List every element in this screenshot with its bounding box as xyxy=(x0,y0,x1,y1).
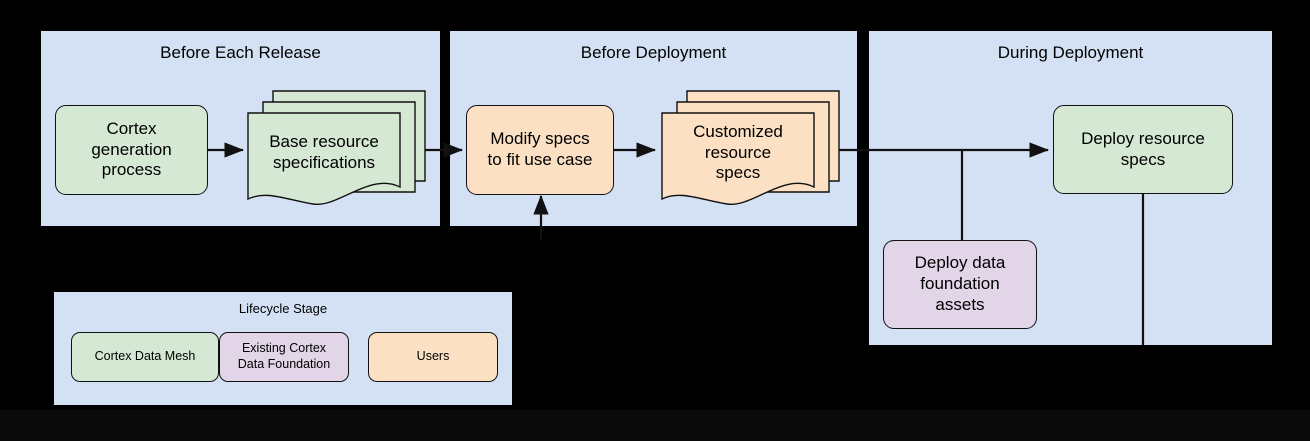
legend-label-cortex-data-mesh: Cortex Data Mesh xyxy=(94,349,196,364)
legend-lifecycle-stage: Lifecycle Stage Cortex Data Mesh Existin… xyxy=(54,292,512,405)
legend-title: Lifecycle Stage xyxy=(238,301,328,316)
panel-title-before-deployment: Before Deployment xyxy=(580,43,727,62)
legend-label-users: Users xyxy=(416,349,450,364)
legend-item-existing-cortex-data-foundation[interactable]: Existing Cortex Data Foundation xyxy=(219,332,349,382)
node-deploy-resource-specs[interactable]: Deploy resource specs xyxy=(1053,105,1233,194)
node-modify-specs-to-fit-use-case[interactable]: Modify specs to fit use case xyxy=(466,105,614,195)
node-label-deploy-resource-specs: Deploy resource specs xyxy=(1081,128,1205,169)
node-deploy-data-foundation-assets[interactable]: Deploy data foundation assets xyxy=(883,240,1037,329)
panel-title-during-deployment: During Deployment xyxy=(997,43,1144,62)
node-label-modify-specs: Modify specs to fit use case xyxy=(487,129,593,169)
node-customized-resource-specs[interactable]: Customized resource specs xyxy=(657,86,842,209)
node-label-deploy-data-foundation-assets: Deploy data foundation assets xyxy=(914,253,1006,314)
legend-label-existing-cortex-data-foundation: Existing Cortex Data Foundation xyxy=(237,341,331,371)
legend-item-cortex-data-mesh[interactable]: Cortex Data Mesh xyxy=(71,332,219,382)
node-cortex-generation-process[interactable]: Cortex generation process xyxy=(55,105,208,195)
doc-sheet-front xyxy=(661,112,815,205)
panel-title-before-each-release: Before Each Release xyxy=(160,43,321,62)
node-label-cortex-generation-process: Cortex generation process xyxy=(91,118,172,180)
legend-item-users[interactable]: Users xyxy=(368,332,498,382)
doc-sheet-front xyxy=(247,112,401,205)
node-base-resource-specifications[interactable]: Base resource specifications xyxy=(243,86,428,209)
